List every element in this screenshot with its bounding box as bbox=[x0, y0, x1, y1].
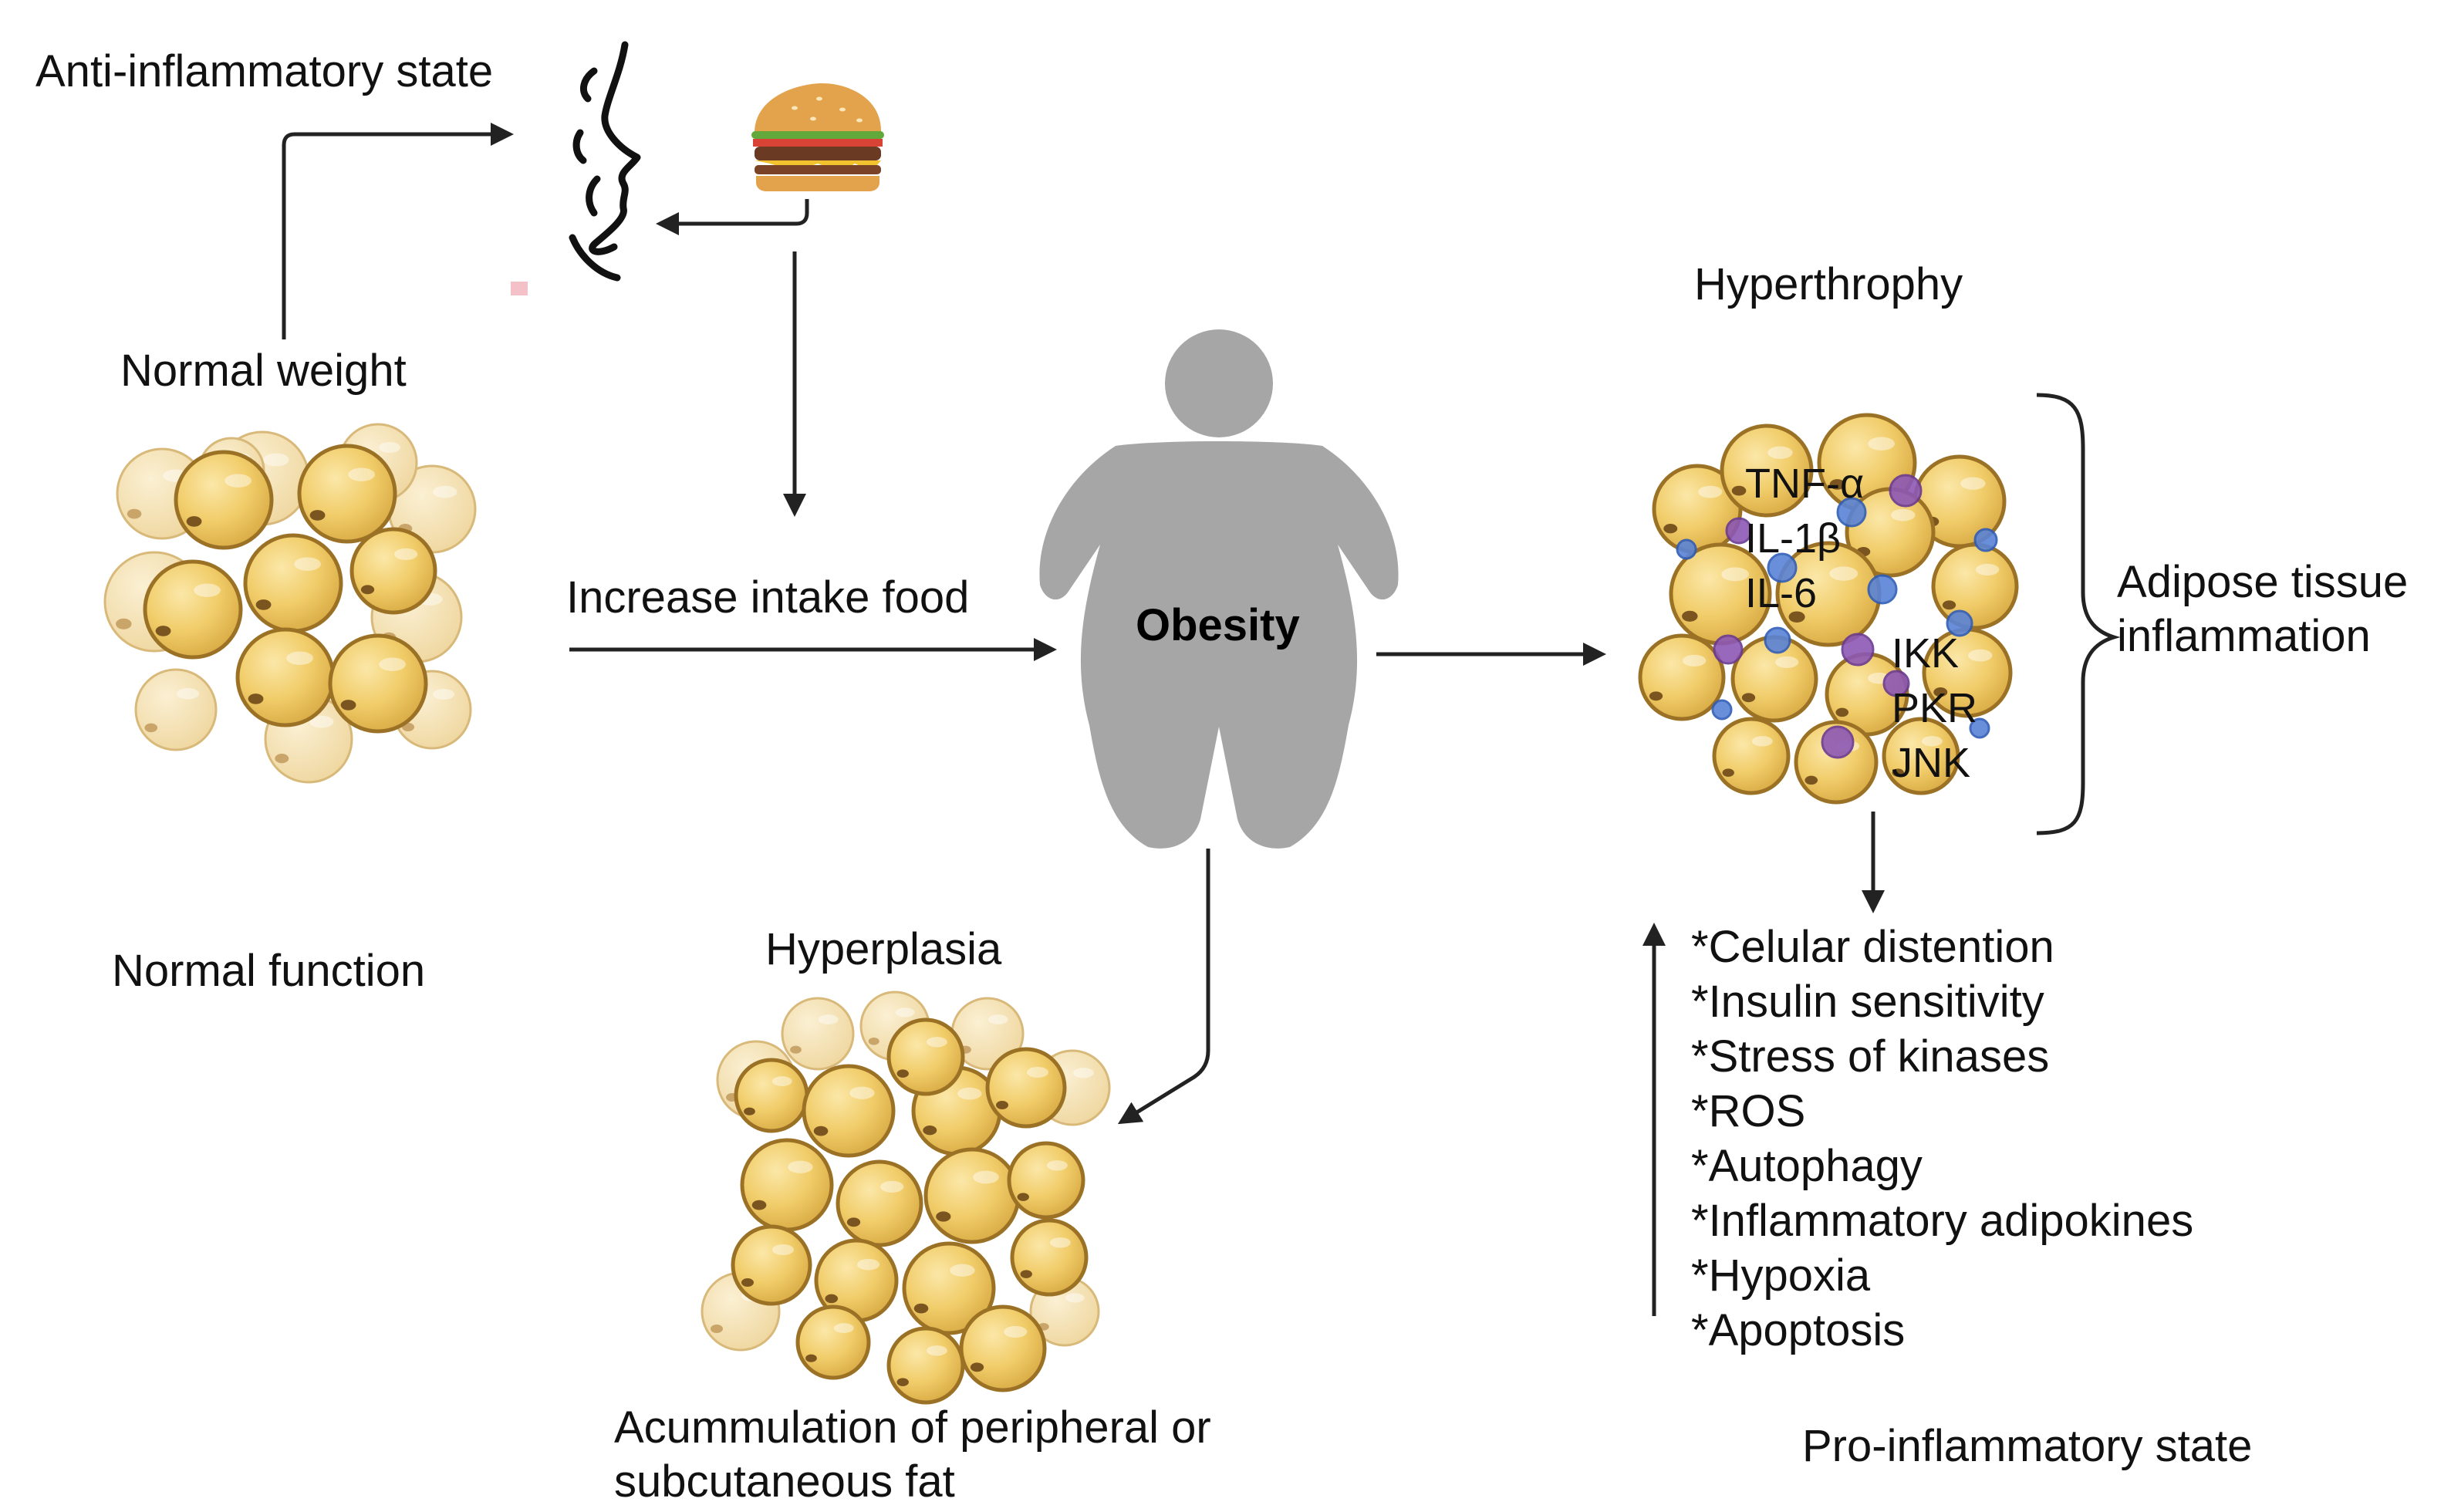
immune-cell-icon bbox=[1764, 626, 1791, 654]
kinase-pkr: PKR bbox=[1892, 685, 1978, 731]
adipocyte-icon bbox=[734, 1058, 809, 1133]
cytokine-il-1-beta: IL-1β bbox=[1745, 515, 1842, 562]
adipocyte-icon bbox=[1931, 542, 2019, 630]
immune-cells bbox=[1676, 474, 1998, 759]
adipocyte-icon bbox=[985, 1047, 1067, 1129]
normal-weight-label: Normal weight bbox=[120, 346, 407, 396]
immune-cell-icon bbox=[1973, 528, 1998, 552]
image-artifact bbox=[511, 282, 528, 295]
kinase-jnk: JNK bbox=[1892, 740, 1971, 786]
adipocyte-icon bbox=[328, 633, 428, 734]
obese-person-icon bbox=[1039, 329, 1399, 849]
arrows bbox=[282, 123, 1885, 1316]
curly-brace bbox=[2036, 393, 2121, 835]
kinase-ikk: IKK bbox=[1892, 630, 1960, 677]
adipocyte-icon bbox=[1010, 1218, 1089, 1297]
increase-intake-food-label: Increase intake food bbox=[566, 572, 970, 623]
adipocyte-icon bbox=[886, 1326, 965, 1405]
immune-cell-icon bbox=[1882, 670, 1910, 697]
arrow-obesity-to-hyperplasia bbox=[1117, 849, 1210, 1125]
immune-cell-icon bbox=[1725, 517, 1753, 545]
accumulation-label-line2: subcutaneous fat bbox=[614, 1456, 955, 1507]
immune-cell-icon bbox=[1867, 574, 1898, 605]
adipocyte-icon bbox=[134, 668, 218, 751]
obesity-label: Obesity bbox=[1136, 600, 1300, 650]
hyperplasia-adipocyte-cluster bbox=[701, 991, 1111, 1405]
accumulation-label-line1: Acummulation of peripheral or bbox=[614, 1402, 1211, 1453]
adipocyte-icon bbox=[143, 559, 243, 660]
adipocyte-icon bbox=[297, 444, 397, 544]
hyperplasia-label: Hyperplasia bbox=[765, 924, 1002, 974]
burger-icon bbox=[751, 83, 884, 191]
effect-item: *Inflammatory adipokines bbox=[1691, 1196, 2194, 1246]
arrow-normal-to-anti-inflammatory bbox=[282, 123, 514, 339]
immune-cell-icon bbox=[1711, 699, 1733, 721]
adipocyte-icon bbox=[174, 450, 274, 550]
adipose-tissue-label-line2: inflammation bbox=[2117, 611, 2371, 661]
effect-item: *Autophagy bbox=[1691, 1141, 1923, 1191]
adipocyte-icon bbox=[731, 1224, 812, 1306]
adipocyte-icon bbox=[959, 1304, 1047, 1392]
arrow-burger-to-face bbox=[656, 199, 809, 235]
immune-cell-icon bbox=[1676, 538, 1697, 560]
effect-item: *Apoptosis bbox=[1691, 1305, 1906, 1355]
immune-cell-icon bbox=[1841, 633, 1875, 667]
adipocyte-icon bbox=[740, 1138, 834, 1232]
effect-item: *Insulin sensitivity bbox=[1691, 977, 2044, 1027]
immune-cell-icon bbox=[1836, 497, 1867, 528]
adipocyte-icon bbox=[802, 1064, 896, 1158]
immune-cell-icon bbox=[1767, 552, 1798, 583]
effect-item: *Hypoxia bbox=[1691, 1250, 1871, 1301]
effect-item: *Celular distention bbox=[1691, 922, 2054, 972]
adipocyte-icon bbox=[923, 1147, 1021, 1244]
adipocyte-icon bbox=[795, 1304, 871, 1380]
adipocyte-icon bbox=[1638, 633, 1726, 721]
adipocyte-icon bbox=[836, 1159, 923, 1247]
immune-cell-icon bbox=[1821, 725, 1855, 759]
adipose-tissue-label-line1: Adipose tissue bbox=[2117, 557, 2409, 607]
adipocyte-icon bbox=[235, 627, 336, 727]
immune-cell-icon bbox=[1969, 717, 1990, 739]
hyperthrophy-label: Hyperthrophy bbox=[1694, 259, 1963, 309]
face-profile-icon bbox=[569, 41, 641, 282]
normal-weight-adipocyte-cluster bbox=[103, 423, 477, 784]
normal-function-label: Normal function bbox=[112, 946, 426, 996]
adipocyte-icon bbox=[1712, 717, 1791, 795]
hypertrophy-adipocyte-cluster bbox=[1638, 413, 2019, 805]
pro-inflammatory-state-label: Pro-inflammatory state bbox=[1802, 1421, 2253, 1471]
adipocyte-icon bbox=[243, 533, 343, 633]
anti-inflammatory-state-label: Anti-inflammatory state bbox=[35, 46, 494, 96]
effect-item: *ROS bbox=[1691, 1086, 1806, 1136]
adipocyte-icon bbox=[349, 527, 437, 615]
cytokine-il-6: IL-6 bbox=[1745, 570, 1818, 616]
immune-cell-icon bbox=[1889, 474, 1923, 508]
adipocyte-icon bbox=[886, 1018, 965, 1096]
immune-cell-icon bbox=[1946, 609, 1973, 637]
adipocyte-icon bbox=[1007, 1141, 1085, 1220]
effect-item: *Stress of kinases bbox=[1691, 1031, 2050, 1082]
immune-cell-icon bbox=[1713, 634, 1744, 665]
cytokine-tnf-alpha: TNF-α bbox=[1745, 461, 1865, 507]
adipocyte-icon bbox=[781, 997, 855, 1071]
